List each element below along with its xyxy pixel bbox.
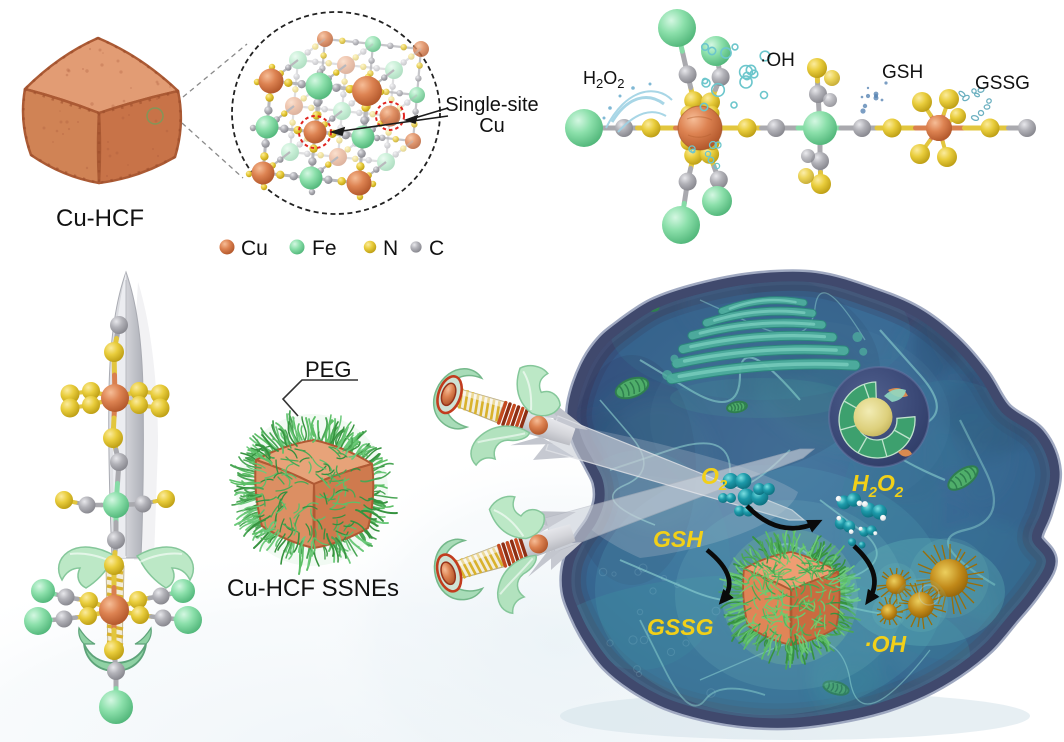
- svg-text:Cu-HCF: Cu-HCF: [56, 205, 144, 232]
- svg-text:H2O2: H2O2: [583, 68, 624, 91]
- svg-text:Cu-HCF SSNEs: Cu-HCF SSNEs: [227, 575, 399, 602]
- svg-text:GSH: GSH: [653, 526, 703, 552]
- svg-text:Fe: Fe: [312, 237, 337, 260]
- svg-text:GSSG: GSSG: [647, 614, 714, 640]
- svg-text:N: N: [383, 237, 398, 260]
- svg-text:GSH: GSH: [882, 62, 923, 83]
- svg-text:Cu: Cu: [241, 237, 268, 260]
- svg-text:PEG: PEG: [305, 357, 351, 382]
- svg-text:·OH: ·OH: [760, 50, 795, 71]
- svg-text:Single-site: Single-site: [445, 94, 538, 116]
- svg-text:·OH: ·OH: [864, 631, 907, 657]
- svg-text:C: C: [429, 237, 444, 260]
- svg-text:GSSG: GSSG: [975, 73, 1030, 94]
- svg-text:Cu: Cu: [479, 115, 505, 137]
